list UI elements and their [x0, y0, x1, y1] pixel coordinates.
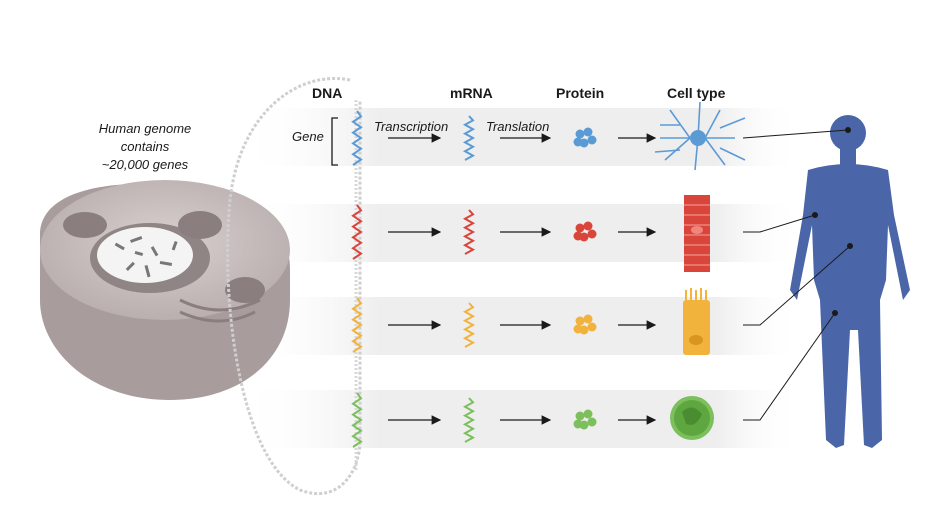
- row-band-4: [240, 390, 800, 448]
- dna-header: DNA: [312, 85, 343, 101]
- epithelial-cell-icon: [683, 288, 710, 355]
- genome-caption-line-3: ~20,000 genes: [101, 157, 189, 172]
- gene-segment: [351, 110, 363, 166]
- body-pointer-dots: [812, 127, 853, 316]
- gene-segments: [351, 110, 476, 448]
- gene-segment: [351, 297, 363, 353]
- genome-caption-line-1: Human genome: [98, 121, 192, 136]
- mrna-strand: [462, 115, 476, 161]
- gene-segment: [351, 392, 363, 448]
- protein-shape: [573, 409, 597, 430]
- body-pointer-lines: [742, 129, 851, 421]
- row-band-3: [240, 297, 800, 355]
- mrna-header: mRNA: [450, 85, 493, 101]
- gene-segment: [351, 204, 363, 260]
- genome-caption: Human genome contains ~20,000 genes: [70, 120, 220, 174]
- gene-label: Gene: [292, 129, 324, 144]
- protein-header: Protein: [556, 85, 605, 101]
- mrna-strand: [462, 209, 476, 255]
- row-band-2: [240, 204, 800, 262]
- muscle-cell-icon: [684, 195, 710, 272]
- gene-bracket: [331, 117, 338, 166]
- translation-label: Translation: [486, 119, 550, 134]
- row-bands: [240, 108, 800, 448]
- dna-loop-strand: [226, 77, 362, 496]
- mrna-strand: [462, 397, 476, 443]
- mrna-strand: [462, 302, 476, 348]
- protein-shapes: [573, 127, 597, 430]
- genome-caption-line-2: contains: [120, 139, 170, 154]
- cell-illustration: [40, 180, 290, 400]
- immune-cell-icon: [670, 396, 714, 440]
- human-body-figure: [790, 115, 910, 448]
- protein-shape: [573, 221, 597, 242]
- neuron-cell-icon: [654, 101, 746, 171]
- cell-type-header: Cell type: [667, 85, 726, 101]
- transcription-label: Transcription: [374, 119, 449, 134]
- protein-shape: [573, 127, 597, 148]
- process-arrows: [388, 133, 657, 425]
- protein-shape: [573, 314, 597, 335]
